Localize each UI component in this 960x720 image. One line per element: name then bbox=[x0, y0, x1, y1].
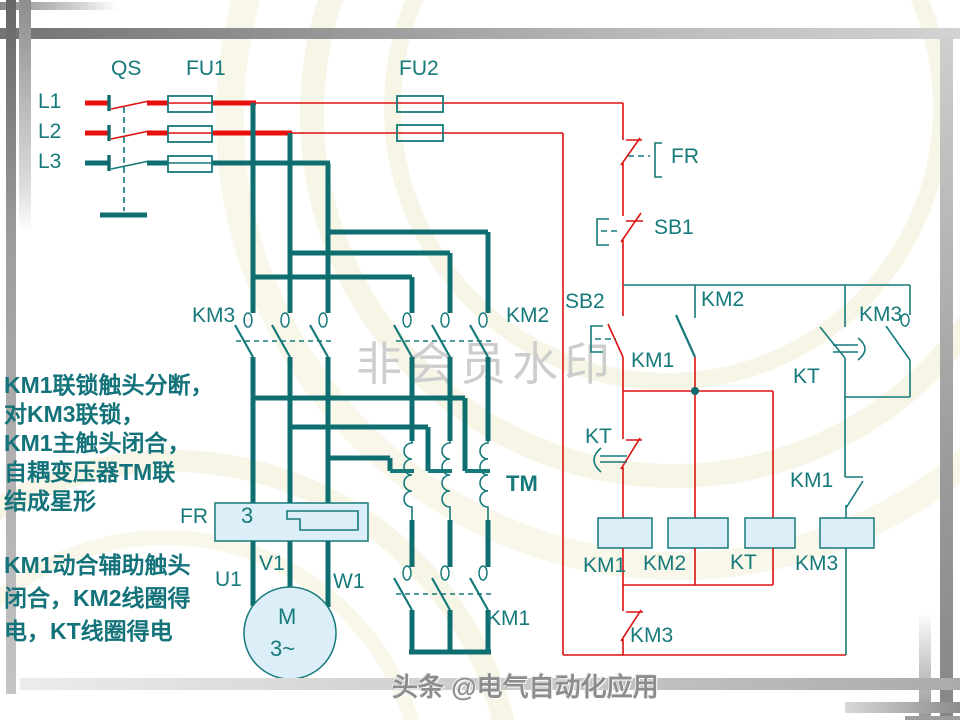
label-sb1: SB1 bbox=[654, 216, 694, 239]
qs-switch bbox=[100, 95, 147, 218]
label-l3: L3 bbox=[38, 150, 62, 173]
coil-kt bbox=[744, 517, 796, 549]
label-km3-coil: KM3 bbox=[795, 552, 839, 575]
label-v1: V1 bbox=[259, 552, 285, 575]
template-bar-left-a bbox=[6, 0, 16, 694]
label-km3-aux: KM3 bbox=[859, 303, 903, 326]
label-km3-nc: KM3 bbox=[630, 624, 674, 647]
km2-main-contacts bbox=[393, 312, 494, 358]
sb2-start-button bbox=[590, 285, 624, 391]
label-km1-aux: KM1 bbox=[631, 349, 675, 372]
label-km2-main: KM2 bbox=[506, 304, 550, 327]
template-bar-bottom-right-v bbox=[919, 615, 931, 720]
tm-autotransformer bbox=[403, 441, 489, 520]
km1-selfhold-contact bbox=[674, 285, 697, 518]
label-km2-coil: KM2 bbox=[643, 552, 687, 575]
template-bar-bottom-sliver bbox=[905, 716, 960, 720]
label-motor-m: M bbox=[278, 604, 297, 629]
template-bar-left-b bbox=[19, 0, 31, 232]
label-fu1: FU1 bbox=[186, 57, 226, 80]
label-w1: W1 bbox=[333, 570, 365, 593]
label-kt-coil: KT bbox=[730, 551, 757, 574]
coil-km2 bbox=[667, 517, 729, 549]
sb1-stop-button bbox=[596, 212, 643, 285]
km1-no-contact bbox=[845, 476, 864, 518]
label-u1: U1 bbox=[215, 568, 242, 591]
template-bar-bottom bbox=[20, 678, 960, 690]
label-l1: L1 bbox=[38, 90, 62, 113]
label-km1-no: KM1 bbox=[790, 469, 834, 492]
fu1-fuses bbox=[167, 95, 213, 173]
template-bar-top-main bbox=[0, 28, 960, 39]
power-circuit bbox=[85, 95, 623, 680]
annotation-block-2: KM1动合辅助触头 闭合，KM2线圈得 电，KT线圈得电 bbox=[4, 552, 191, 644]
label-sb2: SB2 bbox=[565, 290, 605, 313]
fu2-fuses bbox=[396, 95, 444, 142]
coil-km1 bbox=[597, 517, 653, 549]
label-fr-main: FR bbox=[180, 505, 208, 528]
label-km1-star: KM1 bbox=[487, 607, 531, 630]
control-circuit bbox=[562, 103, 911, 656]
label-kt-delay: KT bbox=[793, 365, 820, 388]
km3-main-contacts bbox=[234, 312, 334, 358]
km3-nc-interlock bbox=[620, 609, 643, 655]
label-km1-coil: KM1 bbox=[583, 554, 627, 577]
km3-aux-contact bbox=[885, 285, 911, 397]
label-fr-control: FR bbox=[671, 145, 699, 168]
template-bar-bottom-right-h bbox=[845, 702, 960, 713]
bottom-watermark: 头条 @电气自动化应用 bbox=[392, 672, 659, 702]
label-l2: L2 bbox=[38, 120, 62, 143]
motor bbox=[243, 541, 337, 680]
template-bar-top-thin bbox=[0, 2, 118, 10]
label-tm: TM bbox=[506, 471, 538, 496]
label-km3-main: KM3 bbox=[192, 304, 236, 327]
fr-nc-contact bbox=[620, 137, 662, 216]
kt-nc-delayed-contact bbox=[593, 391, 642, 518]
label-fr-3: 3 bbox=[241, 503, 254, 528]
kt-delayed-no-contact bbox=[819, 285, 866, 397]
template-bar-right bbox=[940, 36, 953, 720]
fr-overload-element bbox=[214, 502, 369, 542]
label-motor-3ph: 3~ bbox=[270, 636, 296, 661]
label-kt-nc: KT bbox=[585, 425, 612, 448]
km1-star-contacts bbox=[393, 565, 494, 611]
annotation-block-1: KM1联锁触头分断， 对KM3联锁， KM1主触头闭合， 自耦变压器TM联 结成… bbox=[4, 372, 214, 514]
label-qs: QS bbox=[111, 57, 142, 80]
coil-km3 bbox=[819, 517, 875, 549]
junction-dot bbox=[691, 387, 699, 395]
label-km2-aux: KM2 bbox=[701, 288, 745, 311]
label-fu2: FU2 bbox=[399, 57, 439, 80]
